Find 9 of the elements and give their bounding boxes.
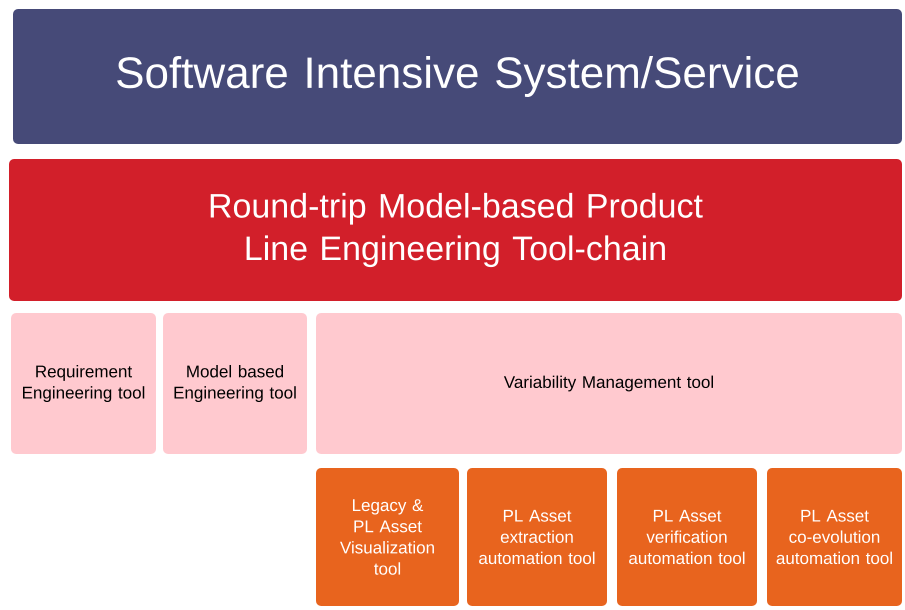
tool-box: PL Asset co-evolution automation tool — [765, 466, 904, 608]
tool-box: Requirement Engineering tool — [9, 311, 158, 456]
toolchain-banner: Round-trip Model-based Product Line Engineering Tool-chain — [7, 157, 904, 303]
title-banner: Software Intensive System/Service — [11, 7, 904, 146]
tool-box: Legacy & PL Asset Visualization tool — [314, 466, 461, 608]
tool-box: PL Asset verification automation tool — [615, 466, 759, 608]
tool-box: Variability Management tool — [314, 311, 904, 456]
tool-box: Model based Engineering tool — [161, 311, 309, 456]
tool-box: PL Asset extraction automation tool — [465, 466, 609, 608]
